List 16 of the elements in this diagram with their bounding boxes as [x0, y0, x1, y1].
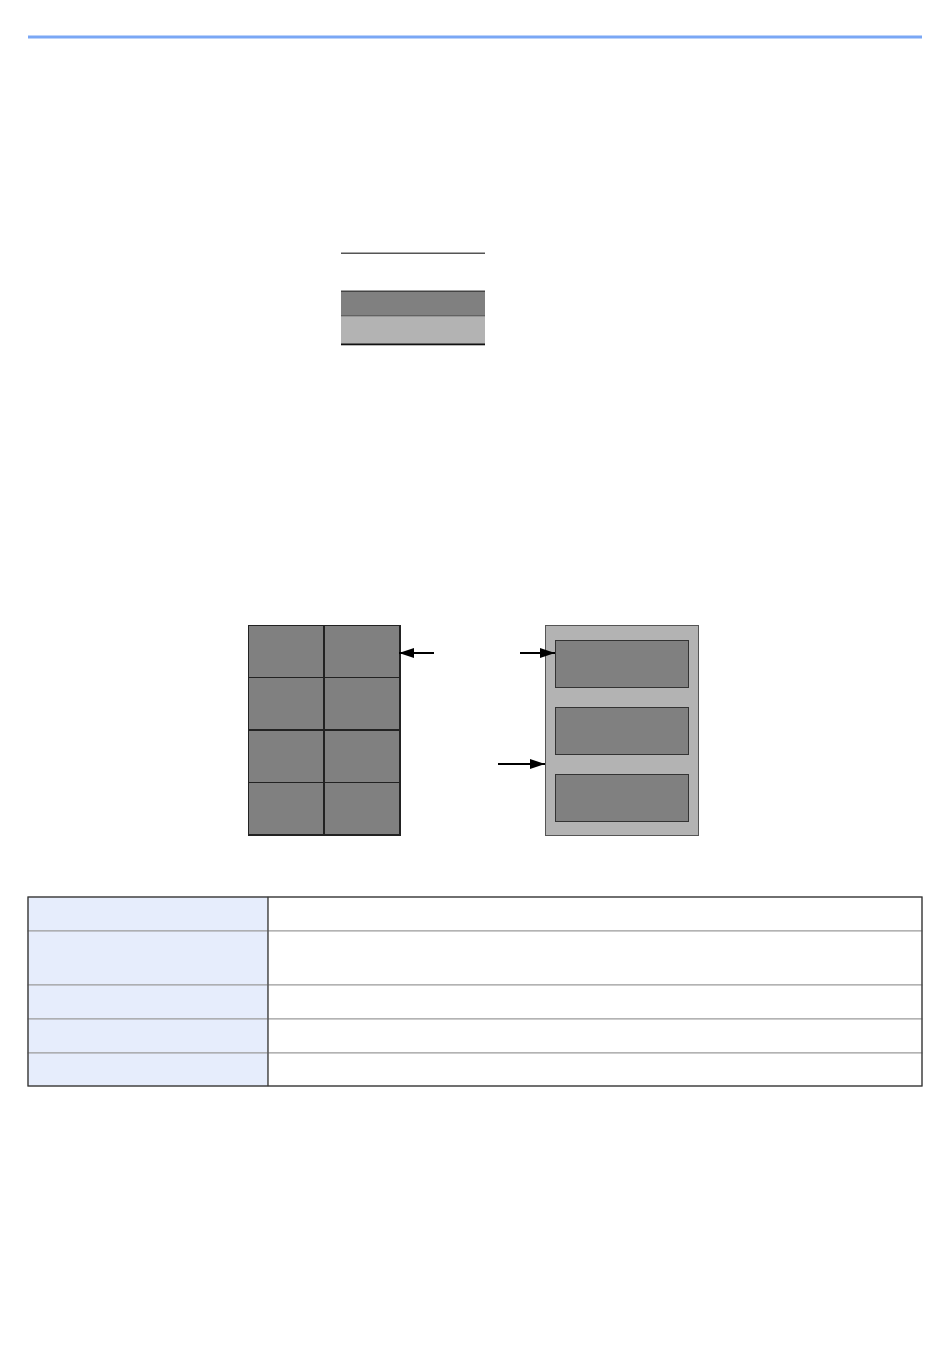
- tile: [249, 678, 324, 730]
- tile: [555, 774, 689, 822]
- sheet-panel: [248, 625, 401, 836]
- arrow: [519, 648, 556, 658]
- tile: [324, 730, 399, 782]
- tile: [555, 640, 689, 688]
- tile: [249, 730, 324, 782]
- tile: [249, 783, 324, 834]
- arrow: [398, 648, 435, 658]
- tile: [249, 626, 324, 677]
- tile: [324, 783, 399, 834]
- tile: [555, 707, 689, 755]
- tile: [324, 678, 399, 730]
- arrow: [497, 759, 546, 769]
- tile: [324, 626, 399, 677]
- sheet-panel: [545, 625, 699, 836]
